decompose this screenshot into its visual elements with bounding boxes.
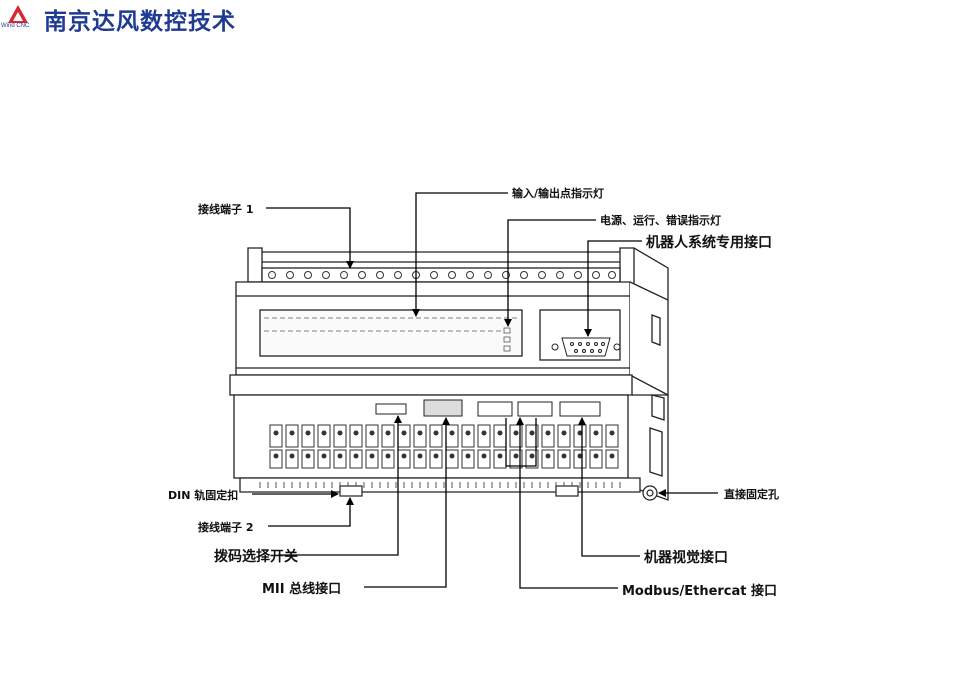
label-terminal-1: 接线端子 1	[198, 203, 254, 216]
mount-hole-icon	[642, 485, 658, 501]
logo-text: Wind CNC	[1, 23, 30, 29]
io-led-rows	[264, 317, 517, 352]
label-vision-port: 机器视觉接口	[644, 550, 728, 566]
label-io-leds: 输入/输出点指示灯	[512, 187, 605, 200]
label-mii-port: MII 总线接口	[262, 582, 342, 597]
header-bar: Wind CNC 南京达风数控技术	[0, 0, 960, 40]
vent-slots	[259, 482, 621, 488]
front-ports	[375, 399, 601, 417]
label-status-leds: 电源、运行、错误指示灯	[600, 214, 721, 227]
label-dip-switch: 拨码选择开关	[214, 549, 298, 565]
label-din-clip: DIN 轨固定扣	[168, 489, 239, 502]
label-mount-hole: 直接固定孔	[724, 488, 779, 501]
leader-lines	[252, 192, 718, 589]
label-terminal-2: 接线端子 2	[198, 521, 254, 534]
label-robot-port: 机器人系统专用接口	[646, 235, 772, 251]
page-title: 南京达风数控技术	[44, 9, 236, 35]
label-modbus-port: Modbus/Ethercat 接口	[622, 584, 778, 599]
robot-db9-connector	[551, 337, 621, 357]
bottom-terminal-blocks	[269, 424, 619, 469]
wind-cnc-logo-icon	[8, 5, 28, 23]
bottom-terminal-screws	[273, 430, 615, 459]
din-rail-clips	[339, 485, 579, 497]
